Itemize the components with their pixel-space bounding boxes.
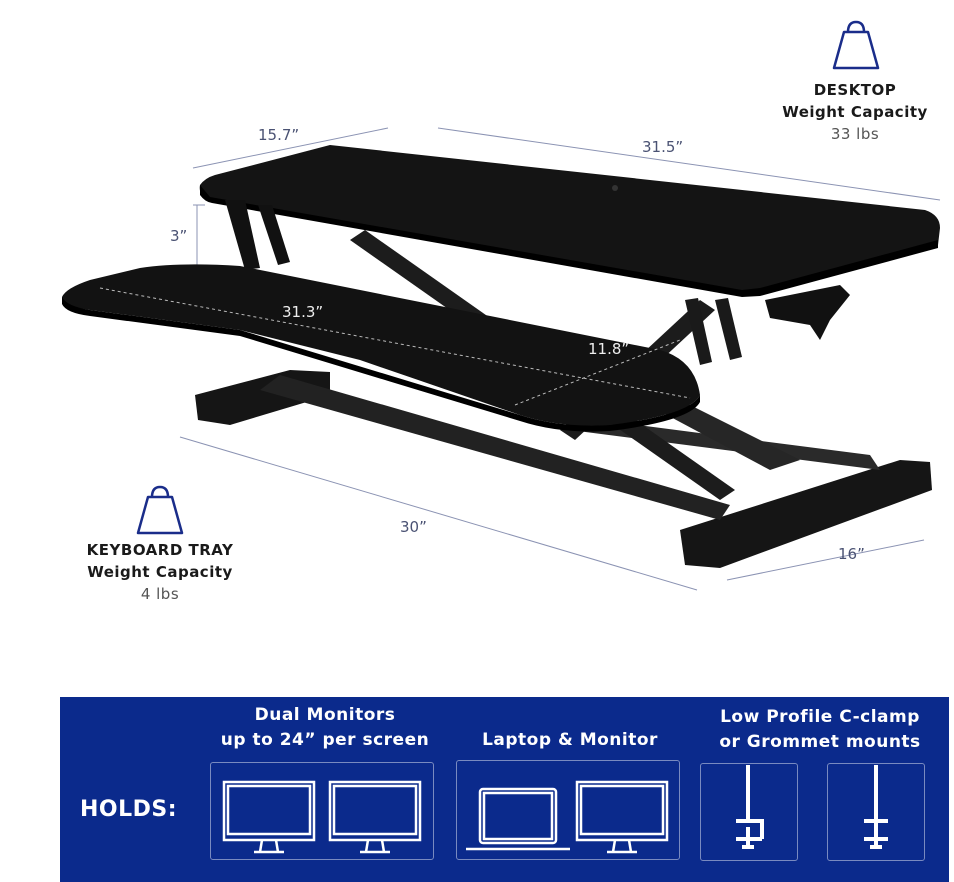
tray-capacity-title: KEYBOARD TRAY [86, 541, 234, 559]
c-clamp-box [700, 763, 798, 861]
standing-desk-converter-illustration [62, 20, 941, 591]
caption-line: or Grommet mounts [719, 732, 921, 752]
base-depth-label: 16” [838, 545, 865, 563]
tray-capacity-value: 4 lbs [140, 585, 180, 603]
banner-icons [222, 765, 888, 854]
desktop-surface [199, 145, 940, 340]
laptop-monitor-caption: Laptop & Monitor [482, 730, 658, 750]
clamp-caption: Low Profile C-clamp or Grommet mounts [700, 705, 940, 755]
tray-depth-label: 11.8” [588, 340, 630, 358]
tray-capacity-subtitle: Weight Capacity [87, 563, 233, 581]
dual-monitors-box [210, 762, 434, 860]
grommet-box [827, 763, 925, 861]
grommet-icon [864, 765, 888, 849]
base-width-label: 30” [400, 518, 427, 536]
desktop-depth-label: 15.7” [258, 126, 300, 144]
desktop-width-label: 31.5” [642, 138, 684, 156]
laptop-icon [466, 787, 570, 851]
weight-icon [136, 20, 880, 535]
caption-line: Dual Monitors [254, 705, 396, 725]
desktop-capacity-subtitle: Weight Capacity [782, 103, 928, 121]
monitor-icon [575, 780, 669, 854]
holds-banner: HOLDS: Dual Monitors up to 24” per scree… [60, 697, 949, 882]
desktop-capacity-title: DESKTOP [813, 81, 897, 99]
c-clamp-icon [736, 765, 764, 849]
tray-width-label: 31.3” [282, 303, 324, 321]
monitor-icon [328, 780, 422, 854]
height-gap-label: 3” [170, 227, 188, 245]
desktop-capacity: DESKTOP Weight Capacity 33 lbs [770, 79, 940, 145]
caption-line: Low Profile C-clamp [720, 707, 920, 727]
keyboard-tray [62, 264, 742, 432]
monitor-icon [222, 780, 316, 854]
dual-monitors-caption: Dual Monitors up to 24” per screen [210, 703, 440, 753]
laptop-monitor-box [456, 760, 680, 860]
dimension-lines [179, 127, 941, 591]
holds-label: HOLDS: [80, 797, 178, 822]
caption-line: up to 24” per screen [220, 730, 430, 750]
desktop-capacity-value: 33 lbs [830, 125, 880, 143]
tray-capacity: KEYBOARD TRAY Weight Capacity 4 lbs [70, 539, 250, 605]
